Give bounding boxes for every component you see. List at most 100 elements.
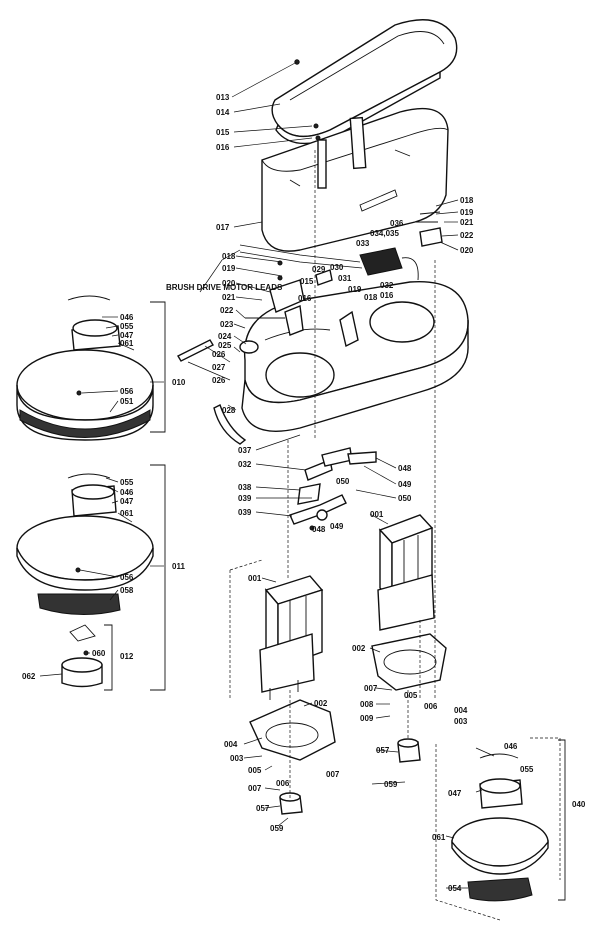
part-label: 050 xyxy=(336,477,350,486)
part-label: 039 xyxy=(238,508,252,517)
part-label: 023 xyxy=(220,320,234,329)
part-label: 016 xyxy=(380,291,394,300)
part-label: 054 xyxy=(448,884,462,893)
part-label: 055 xyxy=(120,478,134,487)
part-label: 056 xyxy=(120,387,134,396)
part-label: 026 xyxy=(212,350,226,359)
motor-shroud xyxy=(261,107,449,252)
part-label: 032 xyxy=(380,281,394,290)
part-labels: 013 014 015 016 017 018 019 021 022 020 … xyxy=(22,93,586,893)
part-label: 048 xyxy=(398,464,412,473)
part-label: 005 xyxy=(248,766,262,775)
part-label: 013 xyxy=(216,93,230,102)
part-label: 006 xyxy=(276,779,290,788)
hood-cover xyxy=(271,19,458,145)
part-label: 014 xyxy=(216,108,230,117)
coupler-left xyxy=(279,792,303,815)
part-label: 011 xyxy=(172,562,185,571)
part-label: 061 xyxy=(120,339,134,348)
part-label: 057 xyxy=(256,804,270,813)
part-label: 016 xyxy=(216,143,230,152)
part-label: 059 xyxy=(384,780,398,789)
pad-assembly xyxy=(16,473,154,615)
part-label: 058 xyxy=(120,586,134,595)
part-label: 002 xyxy=(352,644,366,653)
part-label: 046 xyxy=(120,313,134,322)
part-label: 039 xyxy=(238,494,252,503)
part-label: 006 xyxy=(424,702,438,711)
part-label: 026 xyxy=(212,376,226,385)
deck-clip xyxy=(213,404,247,445)
part-label: 049 xyxy=(398,480,412,489)
leader-lines xyxy=(39,61,495,889)
mount-bowl-left xyxy=(249,699,336,761)
part-label: 046 xyxy=(504,742,518,751)
part-label: 001 xyxy=(370,510,384,519)
part-label: 046 xyxy=(120,488,134,497)
part-label: 004 xyxy=(454,706,468,715)
part-label: 033 xyxy=(356,239,370,248)
part-label: 007 xyxy=(364,684,378,693)
part-label: 056 xyxy=(120,573,134,582)
part-label: 029 xyxy=(312,265,326,274)
part-label: 003 xyxy=(230,754,244,763)
part-label: 031 xyxy=(338,274,352,283)
part-label: 028 xyxy=(222,406,236,415)
part-label: 008 xyxy=(360,700,374,709)
part-label: 060 xyxy=(92,649,106,658)
part-label: 001 xyxy=(248,574,262,583)
part-label: 034,035 xyxy=(370,229,399,238)
motor-right xyxy=(377,514,435,631)
part-label: 030 xyxy=(330,263,344,272)
motor-left xyxy=(259,575,324,700)
part-label: 048 xyxy=(312,525,326,534)
part-label: 021 xyxy=(222,293,236,302)
pad-driver xyxy=(61,624,103,688)
part-label: 017 xyxy=(216,223,230,232)
part-label: 007 xyxy=(326,770,340,779)
part-label: 061 xyxy=(120,509,134,518)
part-label: 019 xyxy=(222,264,236,273)
part-label: 022 xyxy=(460,231,474,240)
alignment-lines xyxy=(229,150,561,921)
group-brackets xyxy=(104,301,566,901)
part-label: 015 xyxy=(216,128,230,137)
part-label: 010 xyxy=(172,378,186,387)
part-label: 055 xyxy=(120,322,134,331)
part-label: 018 xyxy=(460,196,474,205)
lever-linkage xyxy=(289,447,377,531)
part-label: 037 xyxy=(238,446,252,455)
part-label: 059 xyxy=(270,824,284,833)
part-label: 021 xyxy=(460,218,474,227)
brush-drive-bracket xyxy=(177,211,443,362)
part-label: 038 xyxy=(238,483,252,492)
part-label: 050 xyxy=(398,494,412,503)
part-label: 003 xyxy=(454,717,468,726)
part-label: 009 xyxy=(360,714,374,723)
part-label: 036 xyxy=(390,219,404,228)
part-label: 047 xyxy=(120,331,134,340)
part-label: 020 xyxy=(222,279,236,288)
mount-bowl-right xyxy=(371,633,447,691)
part-label: 062 xyxy=(22,672,36,681)
motor-leads-harness xyxy=(199,244,419,293)
part-label: 032 xyxy=(238,460,252,469)
part-label: 002 xyxy=(314,699,328,708)
part-label: 024 xyxy=(218,332,232,341)
part-label: 047 xyxy=(448,789,462,798)
part-label: 051 xyxy=(120,397,134,406)
part-label: 040 xyxy=(572,800,586,809)
part-label: 047 xyxy=(120,497,134,506)
part-label: 057 xyxy=(376,746,390,755)
coupler-right xyxy=(397,738,421,763)
part-label: 027 xyxy=(212,363,226,372)
part-label: 016 xyxy=(298,294,312,303)
part-label: 061 xyxy=(432,833,446,842)
part-label: 012 xyxy=(120,652,134,661)
part-label: 004 xyxy=(224,740,238,749)
part-label: 018 xyxy=(222,252,236,261)
pad-assembly-right xyxy=(451,753,549,902)
part-label: 015 xyxy=(300,277,314,286)
part-label: 025 xyxy=(218,341,232,350)
